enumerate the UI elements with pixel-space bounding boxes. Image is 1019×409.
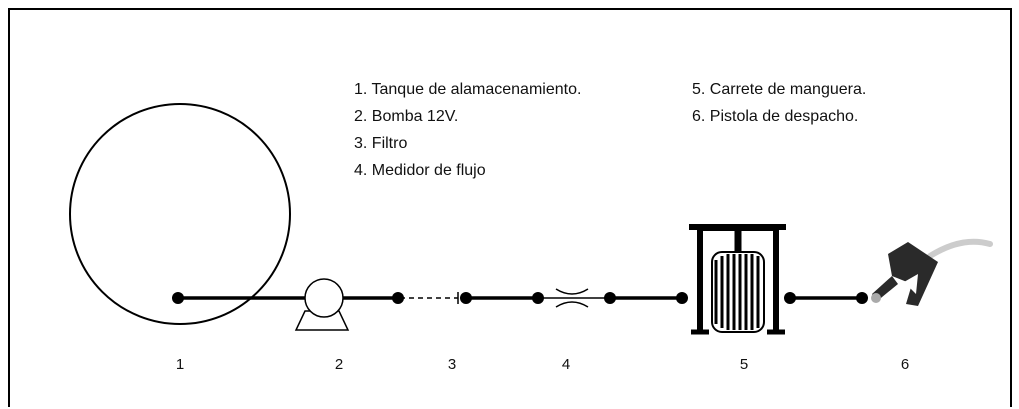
connection-dot [392, 292, 404, 304]
connection-dot [172, 292, 184, 304]
component-number-5: 5 [739, 356, 749, 373]
legend-item: 1. Tanque de alamacenamiento. [354, 81, 582, 98]
component-number-3: 3 [447, 356, 457, 373]
legend-item: 5. Carrete de manguera. [692, 81, 867, 98]
connection-dot [856, 292, 868, 304]
component-number-4: 4 [561, 356, 571, 373]
hose-reel-icon [689, 224, 786, 335]
diagram-frame [8, 8, 1012, 407]
component-number-2: 2 [334, 356, 344, 373]
component-number-1: 1 [175, 356, 185, 373]
pump-icon [294, 278, 350, 331]
flow-meter-icon [555, 288, 589, 308]
legend-right: 5. Carrete de manguera. 6. Pistola de de… [692, 76, 866, 130]
connection-points [172, 292, 868, 304]
legend-left: 1. Tanque de alamacenamiento. 2. Bomba 1… [354, 76, 581, 184]
dispensing-nozzle-icon [871, 238, 993, 306]
connection-dot [784, 292, 796, 304]
connection-dot [604, 292, 616, 304]
storage-tank [69, 103, 291, 325]
connection-dot [460, 292, 472, 304]
legend-item: 3. Filtro [354, 135, 408, 152]
component-number-6: 6 [900, 356, 910, 373]
legend-item: 4. Medidor de flujo [354, 162, 486, 179]
connection-dot [532, 292, 544, 304]
legend-item: 6. Pistola de despacho. [692, 108, 859, 125]
connection-dot [676, 292, 688, 304]
legend-item: 2. Bomba 12V. [354, 108, 459, 125]
